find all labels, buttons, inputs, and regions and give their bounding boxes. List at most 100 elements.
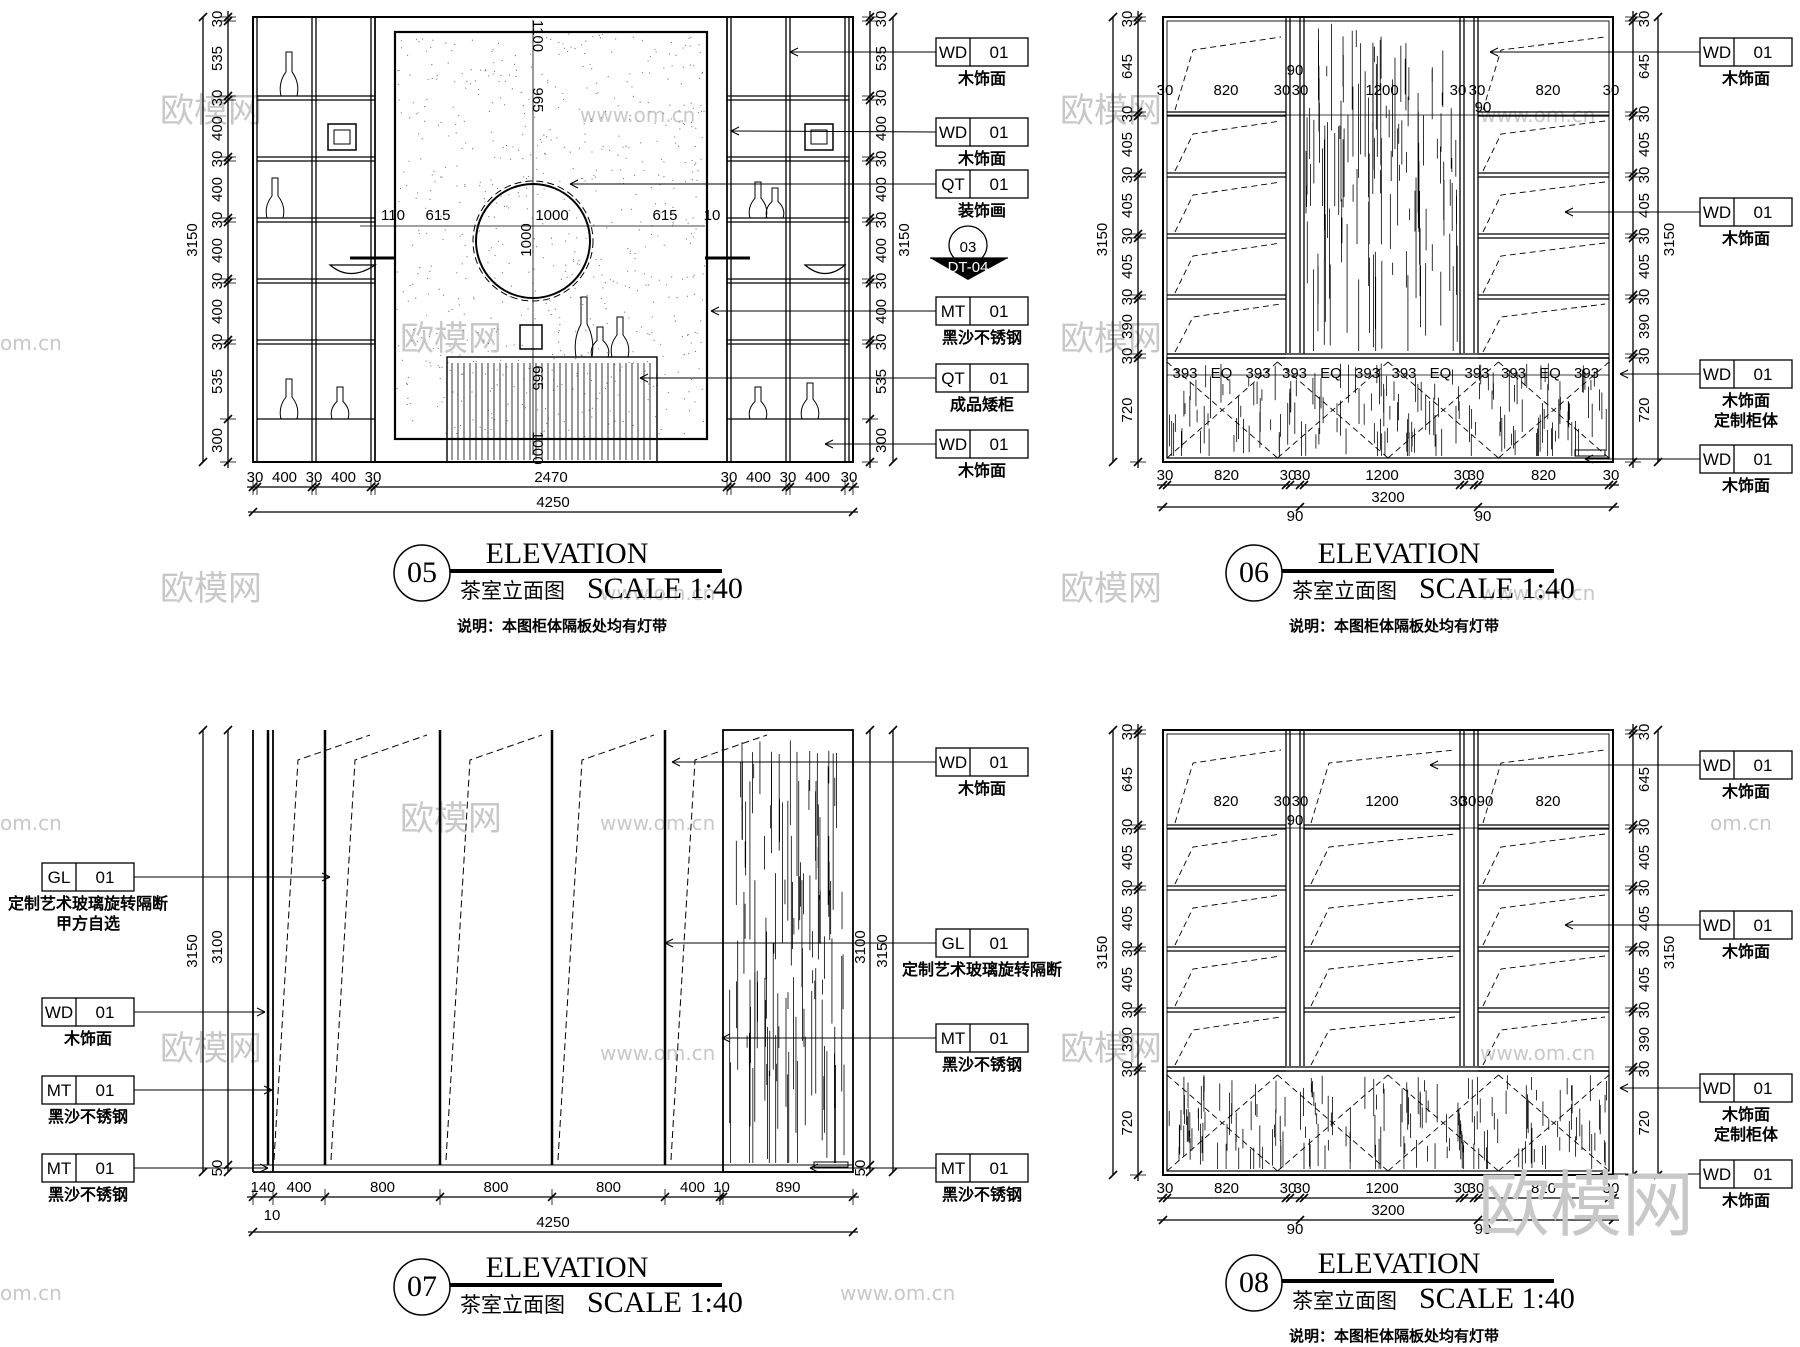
elevation-title: ELEVATION (486, 1251, 649, 1284)
drawing-label: 3150 (1094, 223, 1111, 256)
dimension-value: 720 (1636, 1110, 1653, 1135)
cabinet-division-label: 393 (1172, 365, 1197, 382)
material-tag-label: 木饰面 (1721, 391, 1770, 410)
dimension-value: 400 (873, 238, 890, 263)
dimension-value: 30 (1119, 1002, 1136, 1019)
dimension-value: 30 (1636, 1061, 1653, 1078)
drawing-label: 3150 (896, 223, 913, 256)
drawing-label: 820 (1531, 467, 1556, 484)
material-tag-code: MT (941, 302, 966, 321)
drawing-label: 30 (1294, 1180, 1311, 1197)
material-tag-label: 木饰面 (1721, 229, 1770, 248)
watermark-text: om.cn (0, 1281, 62, 1305)
material-tag-code: WD (1703, 916, 1731, 935)
material-tag-label: 木饰面 (1721, 782, 1770, 801)
material-tag-number: 01 (1754, 450, 1773, 469)
watermark-text: 欧模网 (160, 1029, 262, 1069)
drawing-label: 820 (1535, 82, 1560, 99)
material-tag-label: 木饰面 (957, 779, 1006, 798)
material-tag-code: WD (939, 435, 967, 454)
dimension-value: 30 (1119, 348, 1136, 365)
drawing-label: 1000 (529, 431, 546, 464)
cabinet-division-label: EQ (1539, 365, 1561, 382)
dimension-value: 405 (1636, 132, 1653, 157)
dimension-value: 30 (306, 469, 323, 486)
drawing-label: 30 (1454, 467, 1471, 484)
drawing-label: 615 (652, 207, 677, 224)
dimension-value: 645 (1636, 767, 1653, 792)
dimension-value: 30 (721, 469, 738, 486)
dimension-value: 30 (1119, 167, 1136, 184)
material-tag-number: 01 (990, 175, 1009, 194)
dimension-value: 30 (1119, 289, 1136, 306)
cabinet-division-label: 393 (1282, 365, 1307, 382)
dimension-value: 405 (1119, 906, 1136, 931)
dimension-value: 30 (1636, 880, 1653, 897)
material-tag-number: 01 (990, 302, 1009, 321)
material-tag-label: 木饰面 (63, 1029, 112, 1048)
dimension-value: 645 (1119, 54, 1136, 79)
dimension-value: 535 (209, 369, 226, 394)
dimension-value: 405 (1636, 254, 1653, 279)
watermark-text: www.om.cn (600, 811, 715, 835)
dimension-value: 400 (873, 299, 890, 324)
drawing-label: 665 (529, 365, 546, 390)
drawing-label: 30 (1469, 82, 1486, 99)
dimension-value: 30 (780, 469, 797, 486)
material-tag-label: 定制柜体 (1713, 1125, 1779, 1144)
drawing-label: 10 (704, 207, 721, 224)
material-tag-label: 定制艺术玻璃旋转隔断 (7, 894, 168, 913)
cabinet-division-label: 393 (1391, 365, 1416, 382)
material-tag-label: 黑沙不锈钢 (942, 1055, 1022, 1074)
elevation-number: 07 (407, 1270, 437, 1303)
material-tag-code: MT (47, 1159, 72, 1178)
material-tag-label: 甲方自选 (56, 914, 120, 933)
drawing-label: 820 (1535, 793, 1560, 810)
dimension-value: 30 (1636, 167, 1653, 184)
drawing-label: 1200 (1365, 793, 1398, 810)
drawing-label: 820 (1214, 467, 1239, 484)
cabinet-division-label: 393 (1464, 365, 1489, 382)
drawing-label: 90 (1475, 1221, 1492, 1238)
drawing-label: 90 (1475, 508, 1492, 525)
drawing-label: 90 (1477, 793, 1494, 810)
watermark-text: 欧模网 (1060, 91, 1162, 131)
dimension-value: 30 (209, 273, 226, 290)
dimension-value: 30 (209, 334, 226, 351)
material-tag-label: 木饰面 (957, 461, 1006, 480)
elevation-title: ELEVATION (486, 537, 649, 570)
dimension-value: 400 (272, 469, 297, 486)
material-tag-code: MT (941, 1159, 966, 1178)
dimension-value: 405 (1636, 967, 1653, 992)
dimension-value: 400 (209, 299, 226, 324)
drawing-label: 30 (1274, 793, 1291, 810)
dimension-value: 300 (209, 428, 226, 453)
material-tag-number: 01 (990, 753, 1009, 772)
material-tag-label: 黑沙不锈钢 (942, 1185, 1022, 1204)
material-tag-number: 01 (990, 1159, 1009, 1178)
material-tag-label: 成品矮柜 (950, 395, 1014, 414)
drawing-label: 50 (209, 1160, 226, 1177)
dimension-value: 405 (1636, 845, 1653, 870)
drawing-label: 4250 (536, 1214, 569, 1231)
dimension-value: 800 (483, 1179, 508, 1196)
material-tag-label: 黑沙不锈钢 (48, 1185, 128, 1204)
dimension-value: 30 (1636, 228, 1653, 245)
material-tag-code: WD (939, 753, 967, 772)
elevation-number: 05 (407, 556, 437, 589)
material-tag-label: 木饰面 (1721, 942, 1770, 961)
dimension-value: 400 (209, 238, 226, 263)
dimension-value: 535 (873, 369, 890, 394)
drawing-label: 820 (1531, 1180, 1556, 1197)
drawing-label: 1100 (529, 20, 546, 52)
elevation-title-cn: 茶室立面图 (460, 1293, 565, 1317)
drawing-label: 3100 (209, 930, 226, 963)
elevation-scale: SCALE 1:40 (1419, 1282, 1575, 1315)
drawing-label: 1000 (535, 207, 568, 224)
drawing-label: 965 (529, 87, 546, 112)
drawing-label: 3200 (1371, 1202, 1404, 1219)
material-tag-code: GL (942, 934, 965, 953)
watermark-text: 欧模网 (400, 319, 502, 359)
drawing-label: 90 (1287, 1221, 1304, 1238)
